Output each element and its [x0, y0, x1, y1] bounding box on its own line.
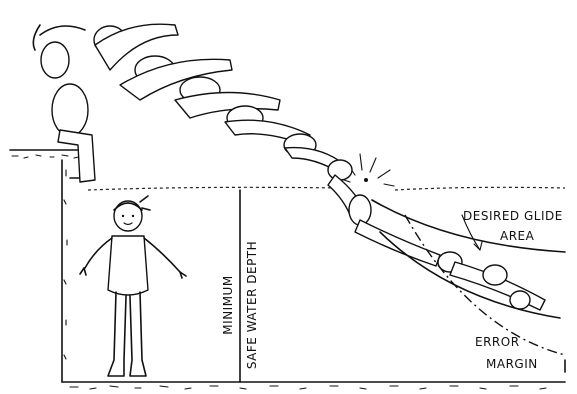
- pool-deck: [10, 150, 85, 178]
- pool-wall: [62, 160, 67, 382]
- error-label-line2: MARGIN: [486, 357, 538, 371]
- pool-bottom: [62, 382, 565, 389]
- depth-label-line2: SAFE WATER DEPTH: [245, 241, 259, 369]
- glide-label-line1: DESIRED GLIDE: [463, 209, 563, 223]
- depth-label-line1: MINIMUM: [221, 275, 235, 334]
- child-figure: [80, 196, 186, 376]
- glide-label-line2: AREA: [500, 229, 535, 243]
- water-surface: [88, 187, 565, 190]
- error-label-line1: ERROR: [475, 335, 520, 349]
